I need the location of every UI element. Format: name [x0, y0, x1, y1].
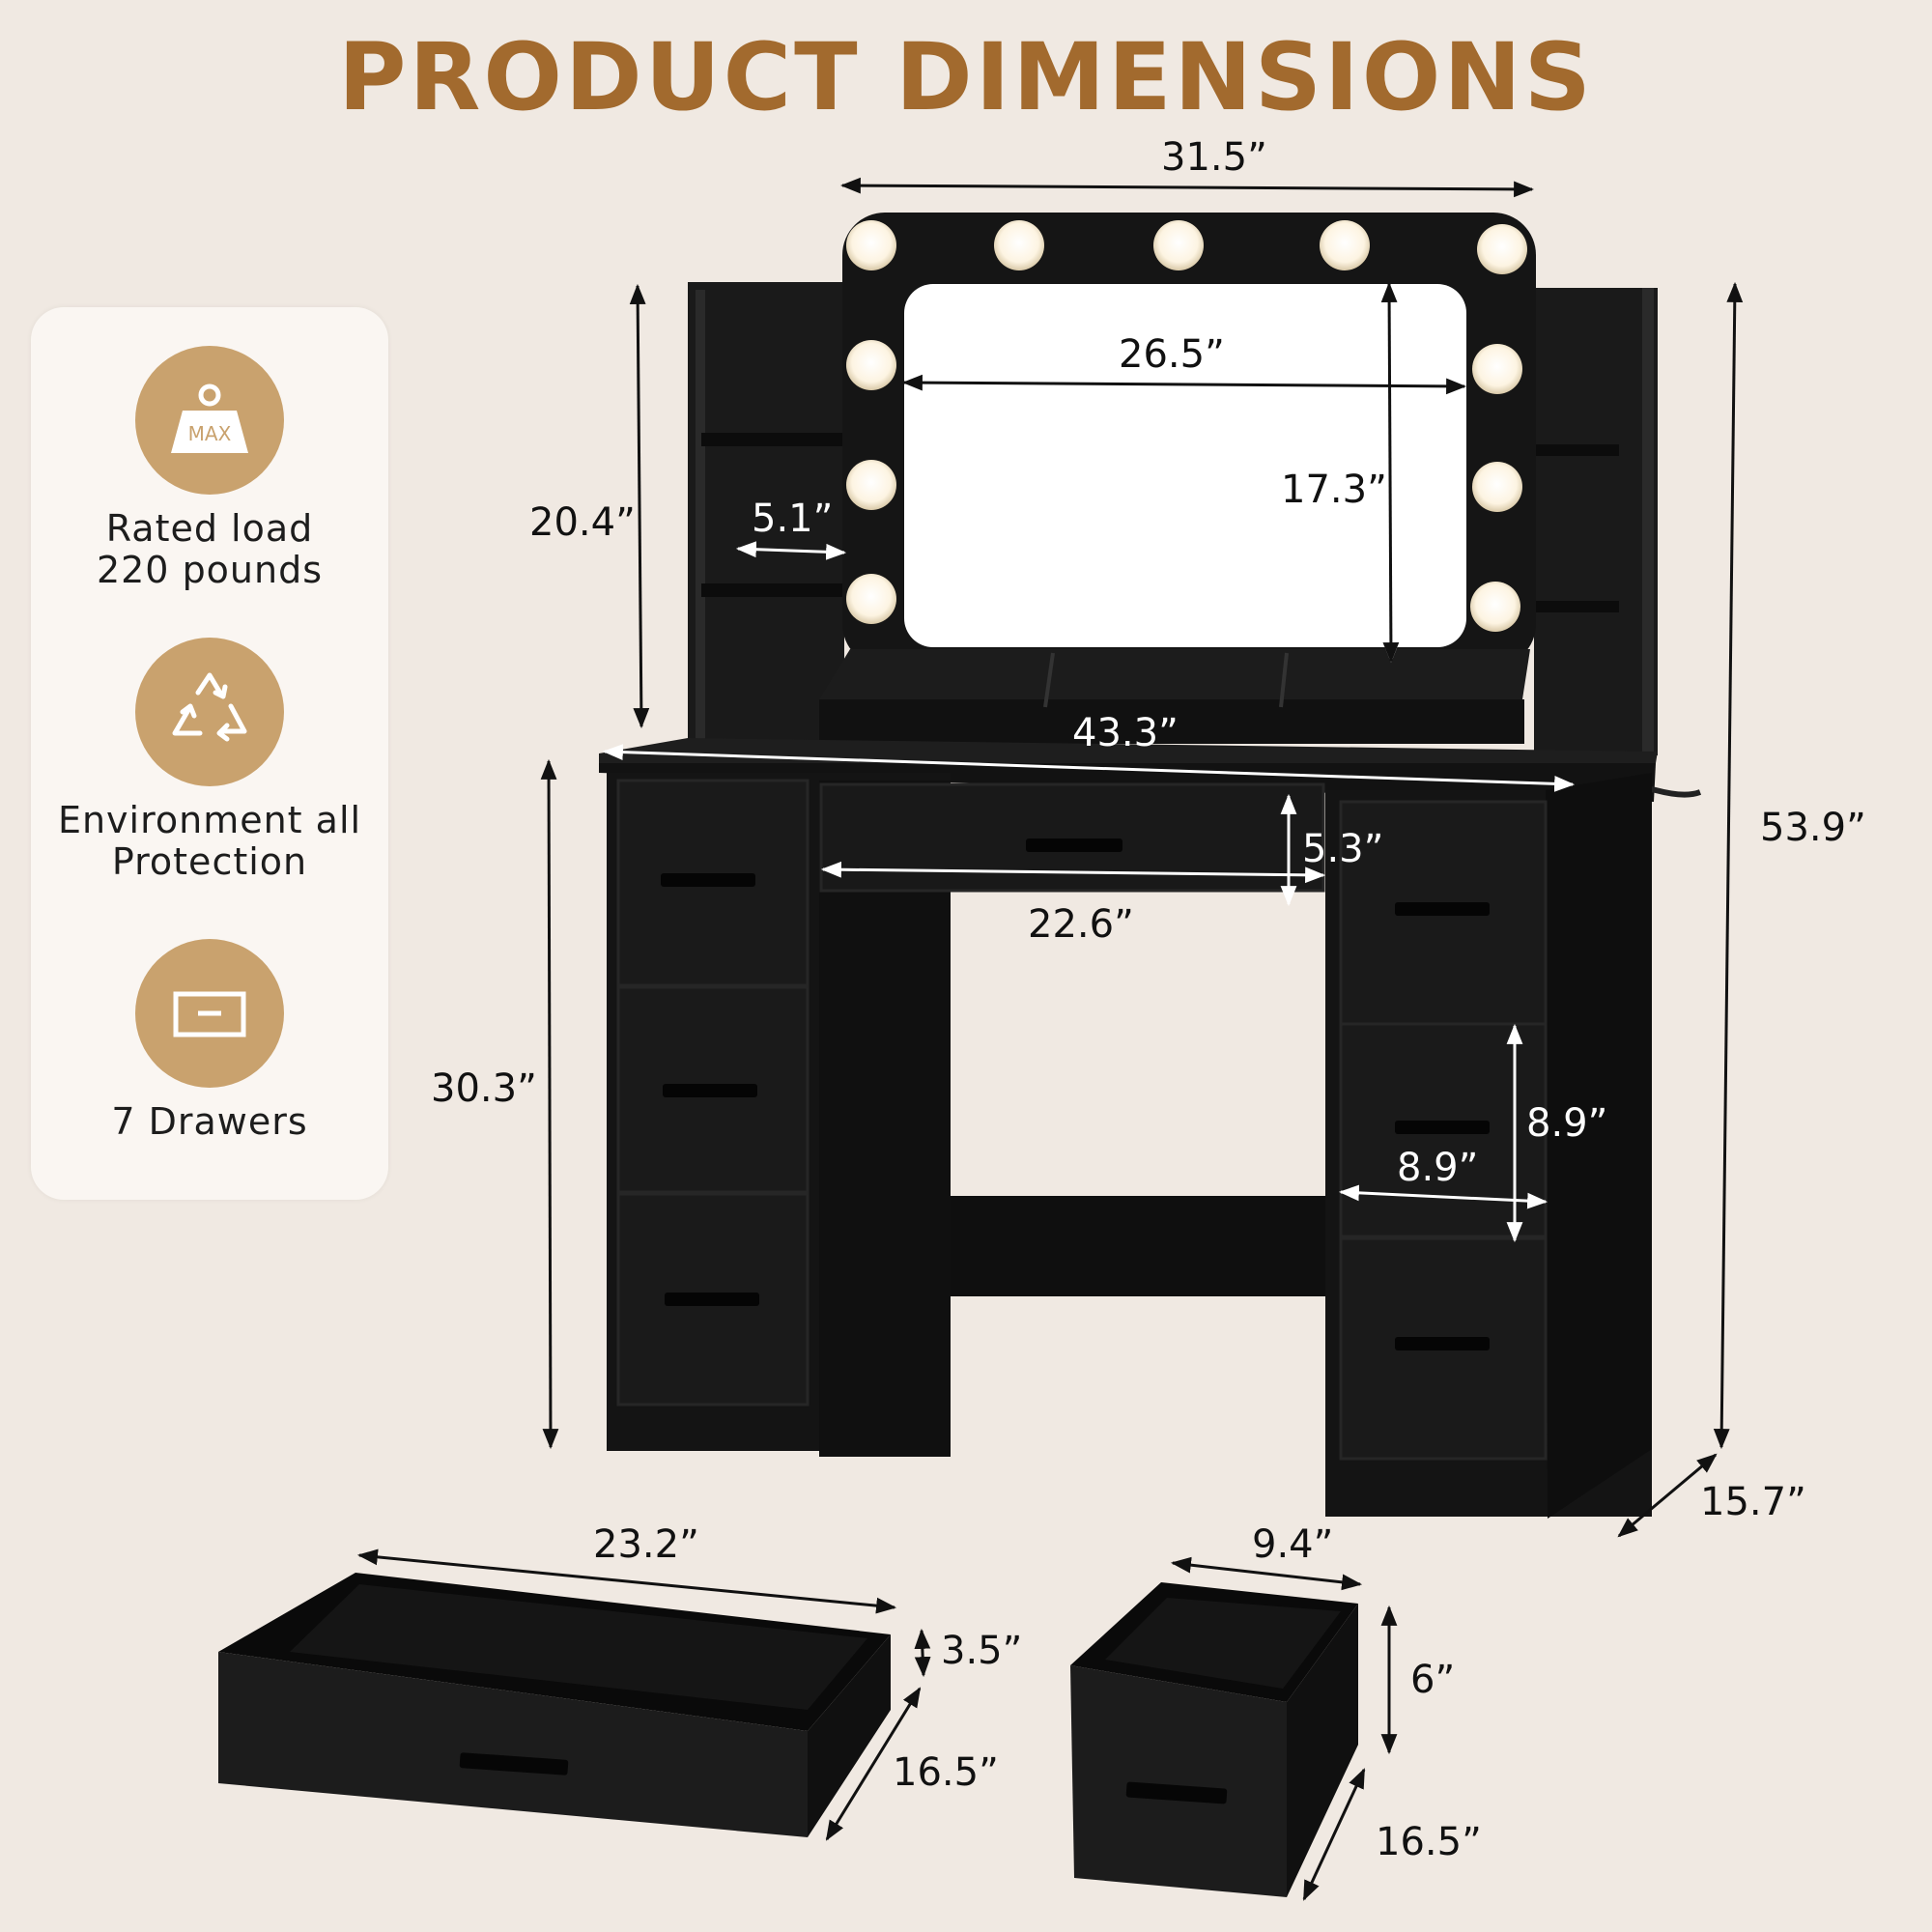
recycle-icon: [135, 638, 284, 786]
feature-label: Environment all Protection: [57, 799, 362, 883]
dim-desktop-width: 43.3”: [1072, 711, 1179, 755]
dim-large-drawer-depth: 16.5”: [893, 1750, 999, 1795]
dim-hutch-height: 20.4”: [529, 500, 636, 545]
dim-shelf-depth: 5.1”: [752, 497, 834, 541]
feature-rated-load: MAX Rated load 220 pounds: [31, 346, 388, 591]
organizer-tray: [819, 649, 1530, 744]
dim-center-drawer-width: 22.6”: [1028, 902, 1134, 947]
dim-small-drawer-height: 6”: [1410, 1658, 1456, 1702]
page-title: PRODUCT DIMENSIONS: [338, 23, 1594, 131]
svg-text:MAX: MAX: [188, 422, 232, 445]
feature-environment: Environment all Protection: [31, 638, 388, 883]
dimension-lines: [356, 177, 1744, 1901]
dim-side-drawer-height: 8.9”: [1526, 1101, 1608, 1146]
dim-depth: 15.7”: [1700, 1480, 1806, 1524]
drawer-icon: [135, 939, 284, 1088]
dim-large-drawer-height: 3.5”: [941, 1629, 1023, 1673]
dim-total-height: 53.9”: [1760, 806, 1866, 850]
hutch-right: [1519, 288, 1658, 755]
dim-desk-height: 30.3”: [431, 1066, 537, 1111]
feature-label: Rated load 220 pounds: [96, 507, 324, 591]
right-cabinet: [1325, 773, 1652, 1519]
dim-large-drawer-width: 23.2”: [593, 1522, 699, 1567]
feature-label: 7 Drawers: [111, 1100, 308, 1143]
dim-mirror-glass-width: 26.5”: [1119, 332, 1225, 377]
back-panel: [951, 1196, 1325, 1296]
small-drawer-illustration: [1070, 1582, 1358, 1897]
dim-mirror-glass-height: 17.3”: [1281, 468, 1387, 512]
features-card: MAX Rated load 220 pounds Environment al…: [31, 307, 388, 1200]
hutch-left: [688, 282, 844, 752]
dim-mirror-outer-width: 31.5”: [1161, 135, 1267, 180]
large-drawer-illustration: [218, 1573, 891, 1837]
dim-side-drawer-width: 8.9”: [1397, 1146, 1479, 1190]
dim-small-drawer-width: 9.4”: [1252, 1522, 1334, 1567]
weight-icon: MAX: [135, 346, 284, 495]
dim-center-drawer-height: 5.3”: [1302, 827, 1384, 871]
feature-drawers: 7 Drawers: [31, 939, 388, 1143]
dim-small-drawer-depth: 16.5”: [1376, 1820, 1482, 1864]
mirror-bulbs: [846, 220, 1527, 632]
